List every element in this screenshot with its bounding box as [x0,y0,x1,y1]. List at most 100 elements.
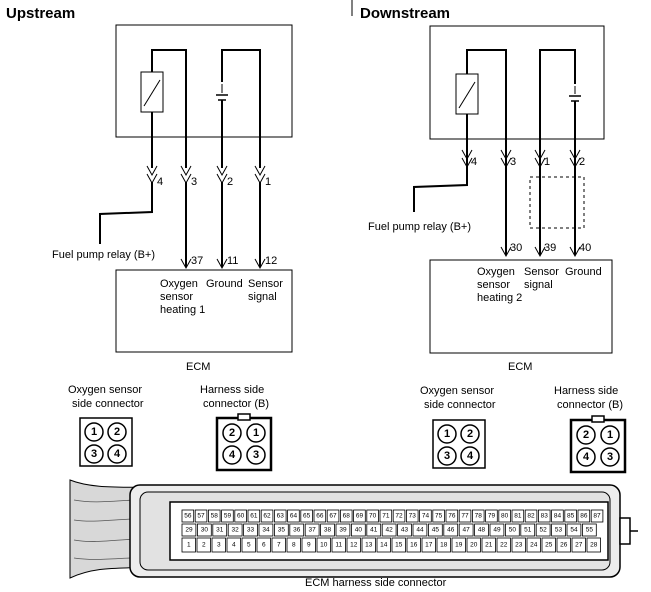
ecm-pin-cell [566,523,582,537]
downstream-ecm-label: ECM [508,361,532,373]
ecm-pin-53: 53 [555,527,563,534]
upstream-fuel-pump-label: Fuel pump relay (B+) [52,249,155,261]
ecm-pin-cell [406,537,421,553]
ecm-pin-87: 87 [593,513,601,520]
downstream-heating-label-1: Oxygen [477,266,515,278]
upstream-sensor-side-connector: 1 2 3 4 [79,417,133,467]
ecm-pin-40: 40 [355,527,363,534]
ecm-pin-80: 80 [501,513,509,520]
upstream-wire-pin1 [221,49,261,168]
ecm-pin-cell [504,523,520,537]
upstream-wire-pin3 [151,49,187,168]
ecm-pin-1: 1 [187,542,191,549]
ecm-pin-cell [273,509,287,523]
up-harness-conn-pin-2: 2 [229,427,235,439]
ecm-pin-cell [474,523,489,537]
ecm-pin-8: 8 [292,542,296,549]
upstream-sensor-pin-1: 1 [265,176,271,188]
downstream-ecm-pin-30: 30 [510,242,522,254]
up-sensor-conn-pin-2: 2 [114,426,120,438]
ecm-pin-cell [221,509,234,523]
down-sensor-conn-pin-3: 3 [444,450,450,462]
ecm-pin-cell [511,537,526,553]
up-sensor-conn-pin-3: 3 [91,448,97,460]
ecm-pin-cell [451,537,466,553]
ecm-pin-cell [524,509,538,523]
ecm-pin-cell [313,509,327,523]
ecm-pin-cell [485,509,498,523]
downstream-sensor-connector-caption-2: side connector [424,399,496,411]
ecm-pin-cell [419,509,432,523]
ecm-pin-56: 56 [184,513,192,520]
ecm-connector-label: ECM harness side connector [305,577,447,589]
upstream-sensor-pin-2: 2 [227,176,233,188]
ecm-pin-cell [286,537,301,553]
ecm-pin-5: 5 [247,542,251,549]
ecm-pin-18: 18 [440,542,448,549]
ecm-pin-cell [496,537,511,553]
ecm-pin-84: 84 [554,513,562,520]
ecm-pin-83: 83 [541,513,549,520]
ecm-pin-73: 73 [409,513,417,520]
ecm-pin-35: 35 [278,527,286,534]
ecm-pin-81: 81 [514,513,522,520]
ecm-pin-25: 25 [545,542,553,549]
ecm-pin-cell [287,509,300,523]
ecm-pin-cell [590,509,604,523]
ecm-pin-cell [551,523,566,537]
ecm-pin-cell [391,537,406,553]
downstream-signal-label-2: signal [524,279,553,291]
ecm-pin-cell [445,509,459,523]
ecm-pin-31: 31 [216,527,224,534]
ecm-pin-cell [243,523,258,537]
up-sensor-conn-pin-1: 1 [91,426,97,438]
downstream-signal-label-1: Sensor [524,266,559,278]
ecm-pin-cell [247,509,261,523]
ecm-pin-cell [196,523,212,537]
ecm-pin-cell [331,537,346,553]
ecm-pin-67: 67 [329,513,337,520]
ecm-pin-33: 33 [247,527,255,534]
ecm-pin-cell [466,537,481,553]
downstream-sensor-pin-1: 1 [544,156,550,168]
ecm-pin-cell [181,523,197,537]
ecm-pin-cell [381,523,397,537]
ecm-pin-cell [350,523,366,537]
ecm-pin-cell [586,537,601,553]
down-sensor-conn-pin-2: 2 [467,428,473,440]
downstream-sensor-pin-2: 2 [579,156,585,168]
ecm-pin-46: 46 [447,527,455,534]
ecm-pin-69: 69 [356,513,364,520]
upstream-sensor-connector-caption-1: Oxygen sensor [68,384,142,396]
upstream-harness-side-connector: 2 1 4 3 [215,413,273,472]
ecm-pin-cell [366,509,379,523]
ecm-pin-cell [489,523,505,537]
ecm-pin-78: 78 [475,513,483,520]
downstream-wire-fuel-pump [413,166,468,212]
ecm-pin-cell [551,509,564,523]
downstream-sensor-pin-3: 3 [510,156,516,168]
upstream-signal-label-1: Sensor [248,278,283,290]
downstream-heating-label-2: sensor [477,279,510,291]
ecm-pin-cell [535,523,551,537]
ecm-pin-cell [556,537,571,553]
ecm-pin-11: 11 [335,542,342,549]
ecm-pin-43: 43 [401,527,409,534]
ecm-pin-cell [405,509,419,523]
downstream-wire-pin1 [539,49,576,168]
ecm-pin-cell [271,537,286,553]
ecm-pin-52: 52 [540,527,548,534]
downstream-fuel-pump-label: Fuel pump relay (B+) [368,221,471,233]
ecm-pin-2: 2 [202,542,206,549]
ecm-pin-7: 7 [277,542,281,549]
upstream-heating-label-1: Oxygen [160,278,198,290]
ecm-pin-cell [376,537,391,553]
ecm-pin-cell [211,537,226,553]
ecm-pin-41: 41 [370,527,378,534]
ecm-pin-cell [234,509,247,523]
ecm-pin-9: 9 [307,542,311,549]
ecm-pin-cell [366,523,382,537]
ecm-pin-27: 27 [575,542,583,549]
ecm-pin-71: 71 [382,513,390,520]
